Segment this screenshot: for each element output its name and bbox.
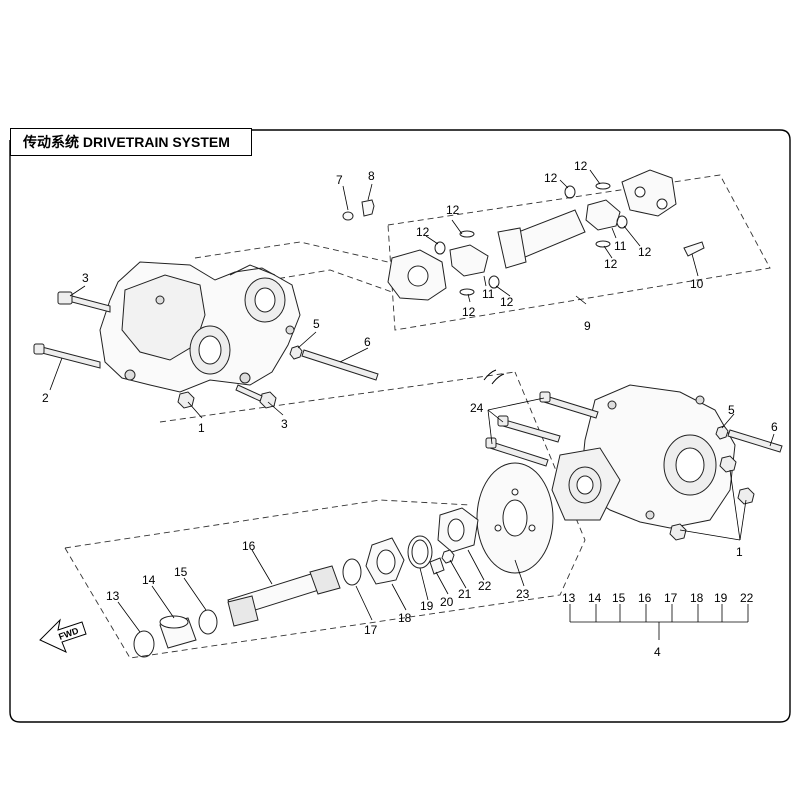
bolt-20	[429, 557, 445, 575]
callout-18: 18	[398, 611, 412, 625]
front-link-line-a	[194, 241, 389, 263]
callout-1: 1	[198, 421, 205, 435]
callout-8: 8	[368, 169, 375, 183]
callout-24: 24	[470, 401, 484, 415]
callout-15: 15	[174, 565, 188, 579]
callout-1: 1	[736, 545, 743, 559]
callout-5: 5	[728, 403, 735, 417]
callout-12: 12	[462, 305, 476, 319]
kit-item-13: 13	[562, 591, 576, 605]
kit-item-19: 19	[714, 591, 728, 605]
yoke-flange-right	[621, 169, 677, 217]
bolt-24-c	[489, 441, 549, 467]
callout-6: 6	[364, 335, 371, 349]
rear-gearbox	[551, 384, 736, 529]
callout-7: 7	[336, 173, 343, 187]
callout-6: 6	[771, 420, 778, 434]
callout-3: 3	[281, 417, 288, 431]
bolt-3-top	[57, 291, 73, 305]
rear-bolts	[485, 391, 783, 541]
kit-item-16: 16	[638, 591, 652, 605]
ring-13	[133, 630, 155, 658]
page-border	[9, 129, 791, 723]
front-bolts	[33, 291, 379, 409]
kit-item-14: 14	[588, 591, 602, 605]
driveshaft-group-outline	[387, 174, 771, 331]
u-joint-right	[585, 199, 621, 231]
callouts: 1 1 2 3 3 4 5 5 6 6 7 8 9 10 11 11 12 12…	[42, 159, 778, 659]
driveshaft-assembly	[342, 169, 705, 301]
stud-6-rear	[727, 429, 783, 453]
kit-group-labels: 13 14 15 16 17 18 19 22	[562, 591, 754, 605]
kit-item-22: 22	[740, 591, 754, 605]
ring-17	[342, 558, 362, 586]
callout-12: 12	[500, 295, 514, 309]
callout-12: 12	[416, 225, 430, 239]
callout-20: 20	[440, 595, 454, 609]
callout-14: 14	[142, 573, 156, 587]
callout-5: 5	[313, 317, 320, 331]
callout-21: 21	[458, 587, 472, 601]
nut-5-front	[289, 345, 303, 360]
break-mark	[483, 369, 505, 385]
kit-item-17: 17	[664, 591, 678, 605]
bolt-24-b	[502, 419, 561, 443]
ring-15	[198, 609, 218, 635]
callout-4: 4	[654, 645, 661, 659]
flange-nut-1-a	[719, 455, 737, 473]
callout-17: 17	[364, 623, 378, 637]
callout-13: 13	[106, 589, 120, 603]
diagram-title: 传动系统 DRIVETRAIN SYSTEM	[23, 134, 230, 150]
kit-item-15: 15	[612, 591, 626, 605]
bolt-3-bottom	[259, 391, 277, 409]
flange-nut-1-c	[669, 523, 687, 541]
callout-19: 19	[420, 599, 434, 613]
flange-nut-1-b	[737, 487, 755, 505]
callout-11: 11	[482, 287, 495, 301]
callout-12: 12	[604, 257, 618, 271]
callout-11: 11	[614, 239, 627, 253]
callout-12: 12	[446, 203, 460, 217]
bolt-24-a	[543, 395, 599, 419]
rear-shaft-stack	[133, 462, 554, 658]
u-joint-left	[449, 244, 489, 277]
circlip-left	[434, 241, 446, 255]
callout-9: 9	[584, 319, 591, 333]
callout-12: 12	[638, 245, 652, 259]
callout-12: 12	[574, 159, 588, 173]
leader-lines	[49, 169, 775, 640]
bolt-8	[361, 199, 375, 217]
callout-22: 22	[478, 579, 492, 593]
callout-2: 2	[42, 391, 49, 405]
callout-3: 3	[82, 271, 89, 285]
callout-10: 10	[690, 277, 704, 291]
callout-23: 23	[516, 587, 530, 601]
nut-21	[441, 549, 455, 564]
stud-6-front	[301, 349, 379, 381]
callout-12: 12	[544, 171, 558, 185]
long-bolt-2	[37, 345, 101, 369]
callout-16: 16	[242, 539, 256, 553]
fwd-arrow: FWD	[39, 618, 87, 653]
diagram-title-box: 传动系统 DRIVETRAIN SYSTEM	[10, 128, 252, 156]
front-gearbox	[99, 261, 301, 393]
kit-item-18: 18	[690, 591, 704, 605]
kit-outline-top	[64, 499, 471, 549]
washer-7	[342, 211, 354, 221]
bolt-10	[683, 241, 705, 257]
